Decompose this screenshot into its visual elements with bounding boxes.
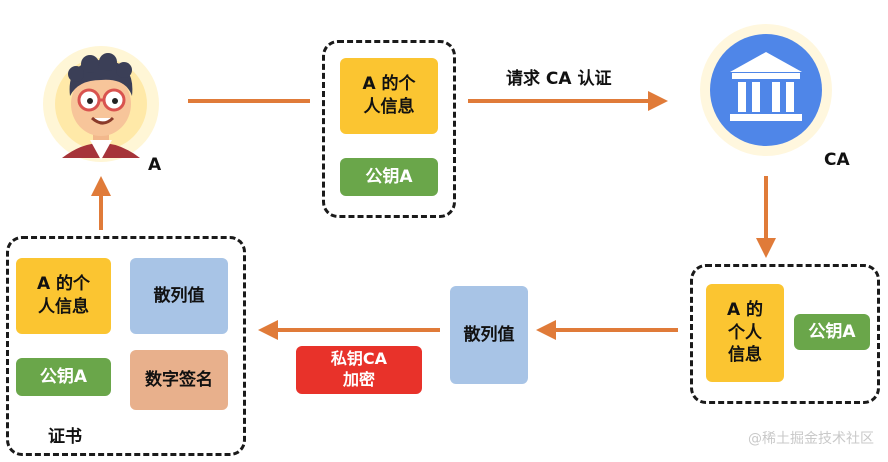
ca-box	[690, 264, 880, 404]
actor-a-label: A	[148, 155, 162, 175]
hash-value-box: 散列值	[450, 286, 528, 384]
request-ca-label: 请求 CA 认证	[506, 69, 612, 89]
cert-hash-value: 散列值	[130, 258, 228, 334]
cert-public-key: 公钥A	[16, 358, 111, 396]
ca-box-personal-info: A 的 个人 信息	[706, 284, 784, 382]
ca-box-public-key: 公钥A	[794, 314, 870, 350]
cert-digital-signature: 数字签名	[130, 350, 228, 410]
watermark: @稀土掘金技术社区	[748, 431, 874, 447]
info-box-public-key: 公钥A	[340, 158, 438, 196]
cert-personal-info: A 的个 人信息	[16, 258, 111, 334]
certificate-box	[6, 236, 246, 456]
info-box	[322, 40, 456, 218]
sign-step-badge: 私钥CA 加密	[296, 346, 422, 394]
person-avatar-icon	[43, 46, 159, 162]
bank-building-icon	[700, 24, 832, 156]
info-box-personal-info: A 的个 人信息	[340, 58, 438, 134]
certificate-title: 证书	[48, 427, 82, 447]
ca-label: CA	[824, 150, 850, 170]
